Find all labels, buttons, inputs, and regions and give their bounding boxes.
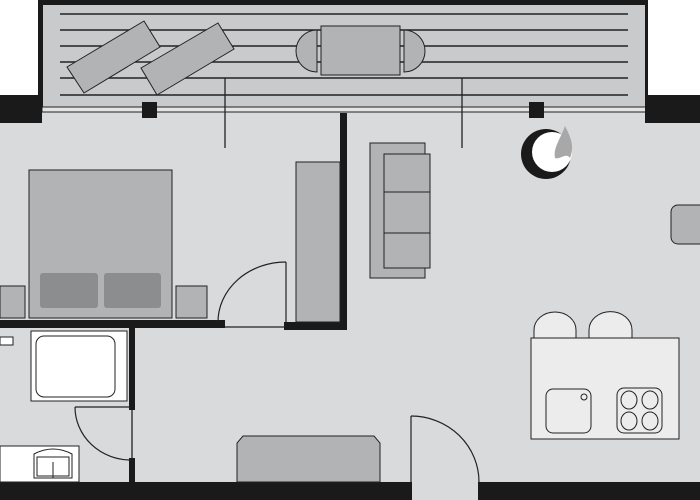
- towel-rail: [0, 336, 14, 346]
- railing: [41, 106, 647, 113]
- wall: [0, 95, 42, 123]
- post: [529, 102, 544, 118]
- post: [142, 102, 157, 118]
- door-threshold: [412, 484, 478, 500]
- sofa: [369, 142, 431, 279]
- bar-stool: [588, 311, 633, 339]
- balcony: [38, 0, 648, 113]
- pillow: [104, 273, 161, 308]
- nightstand: [0, 285, 26, 319]
- nightstand: [175, 285, 208, 319]
- bedroom-door: [217, 261, 287, 328]
- wall: [340, 113, 347, 330]
- fireplace-icon: [521, 126, 573, 179]
- kitchen-sink: [545, 388, 592, 434]
- wall: [0, 320, 225, 328]
- entrance-door: [410, 415, 480, 483]
- wall: [129, 458, 135, 484]
- balcony-chair: [295, 29, 318, 73]
- sun-lounger: [140, 22, 235, 96]
- wall: [478, 482, 700, 500]
- pillow: [40, 273, 98, 308]
- flame-icon: [554, 126, 573, 159]
- washbasin: [33, 448, 73, 479]
- bathroom-door: [74, 406, 132, 461]
- wall: [284, 322, 347, 330]
- cooktop-icon: [616, 387, 663, 434]
- wardrobe: [295, 161, 341, 323]
- wall: [129, 328, 135, 410]
- shower-tray: [35, 335, 116, 398]
- balcony-table: [320, 25, 401, 76]
- balcony-chair: [403, 29, 426, 73]
- tv-sideboard: [236, 435, 381, 483]
- wall: [0, 482, 412, 500]
- wall: [645, 95, 700, 123]
- side-furniture: [670, 204, 700, 245]
- sun-lounger: [66, 20, 161, 94]
- bed: [28, 169, 173, 319]
- bar-stool: [533, 311, 577, 339]
